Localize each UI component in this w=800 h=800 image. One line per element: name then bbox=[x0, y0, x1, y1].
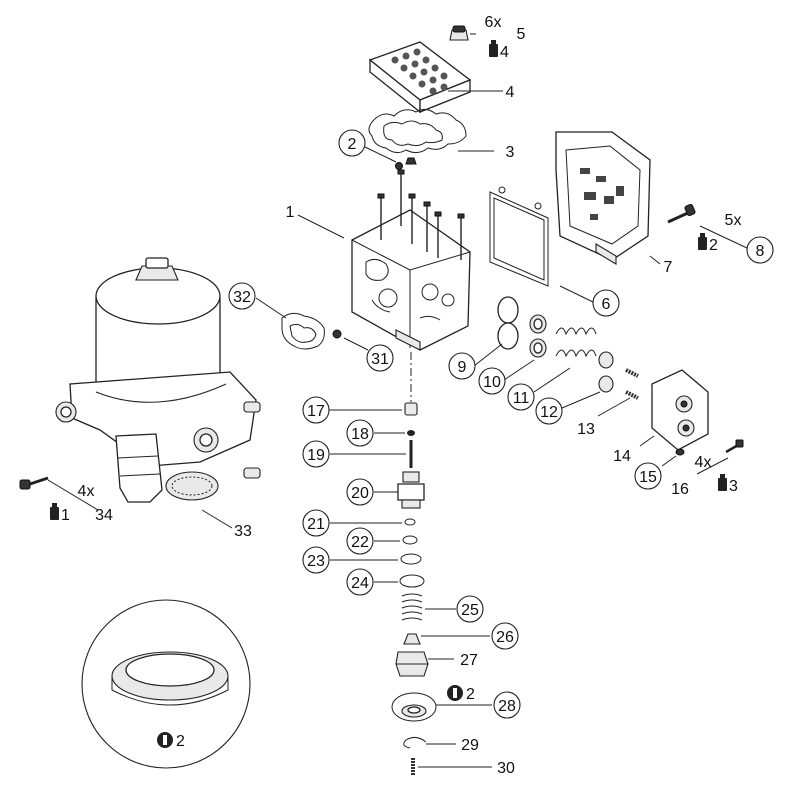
callout-25: 25 bbox=[461, 602, 479, 619]
torque-ref-8: 2 bbox=[709, 237, 718, 254]
callout-2: 2 bbox=[348, 136, 357, 153]
part-24-oring bbox=[399, 574, 425, 588]
torque-ref-16: 3 bbox=[729, 478, 738, 495]
qty-8: 5x bbox=[725, 212, 742, 229]
torque-wrench-icon bbox=[50, 503, 59, 520]
part-25-spring bbox=[401, 593, 423, 621]
qty-5: 6x bbox=[485, 14, 502, 31]
part-16-screw bbox=[725, 439, 744, 454]
torque-wrench-icon bbox=[718, 474, 727, 491]
part-27-piston bbox=[395, 651, 429, 677]
callout-19: 19 bbox=[307, 447, 325, 464]
torque-wrench-icon bbox=[489, 40, 498, 57]
callout-29: 29 bbox=[461, 737, 479, 754]
callout-34: 34 bbox=[95, 507, 113, 524]
part-33-air-dryer bbox=[55, 257, 261, 503]
callout-5: 5 bbox=[517, 26, 526, 43]
callout-3: 3 bbox=[506, 144, 515, 161]
grease-ref-detail: 2 bbox=[176, 733, 185, 750]
torque-refs: 4 2 3 1 bbox=[50, 40, 738, 524]
torque-ref-5: 4 bbox=[500, 44, 509, 61]
callout-28: 28 bbox=[498, 698, 516, 715]
callout-27: 27 bbox=[460, 652, 478, 669]
part-1-valve-block bbox=[351, 169, 471, 351]
callout-12: 12 bbox=[540, 404, 558, 421]
part-32-gasket bbox=[281, 312, 325, 350]
detail-view-circle bbox=[81, 599, 251, 769]
callout-4: 4 bbox=[506, 84, 515, 101]
part-23-oring bbox=[400, 553, 422, 565]
callout-30: 30 bbox=[497, 760, 515, 777]
callout-21: 21 bbox=[307, 516, 325, 533]
callout-15: 15 bbox=[639, 469, 657, 486]
part-2-small-nut bbox=[395, 157, 417, 170]
callout-13: 13 bbox=[577, 421, 595, 438]
part-14-cover bbox=[651, 369, 709, 451]
part-26-cap bbox=[403, 633, 421, 645]
part-22-oring bbox=[402, 535, 418, 545]
part-18-oring bbox=[407, 430, 415, 436]
part-5-screw-nut bbox=[449, 25, 469, 41]
lubricant-icon bbox=[157, 732, 173, 748]
qty-34: 4x bbox=[78, 483, 95, 500]
callout-32: 32 bbox=[233, 289, 251, 306]
part-13-pins bbox=[625, 368, 639, 400]
torque-wrench-icon bbox=[698, 233, 707, 250]
callout-7: 7 bbox=[664, 259, 673, 276]
callout-26: 26 bbox=[496, 629, 514, 646]
part-11-springs bbox=[555, 327, 597, 358]
callout-18: 18 bbox=[351, 426, 369, 443]
callout-9: 9 bbox=[458, 359, 467, 376]
callout-33: 33 bbox=[234, 523, 252, 540]
part-3-gasket bbox=[368, 108, 467, 154]
part-10-bushings bbox=[529, 314, 547, 358]
part-17-fitting bbox=[404, 402, 418, 416]
part-31-nut bbox=[332, 329, 342, 339]
part-9-discs bbox=[497, 296, 519, 350]
part-8-screw bbox=[667, 203, 696, 224]
part-28-seal bbox=[391, 692, 437, 722]
part-7-electronic-module bbox=[555, 131, 651, 265]
callout-11: 11 bbox=[513, 390, 530, 407]
part-29-circlip bbox=[403, 736, 427, 749]
quantity-labels: 6x 5x 4x 4x bbox=[78, 14, 742, 500]
callout-8: 8 bbox=[756, 243, 765, 260]
part-21-oring bbox=[404, 518, 416, 526]
callout-24: 24 bbox=[351, 575, 369, 592]
callout-17: 17 bbox=[307, 403, 325, 420]
callout-1: 1 bbox=[286, 204, 295, 221]
callout-14: 14 bbox=[613, 448, 631, 465]
part-12-seals bbox=[598, 351, 614, 393]
torque-ref-34: 1 bbox=[61, 507, 70, 524]
callout-22: 22 bbox=[351, 534, 369, 551]
part-20-valve-body bbox=[397, 471, 425, 509]
part-4-cover-plate bbox=[368, 41, 472, 114]
part-34-screw bbox=[19, 476, 49, 490]
lubricant-icon bbox=[447, 685, 463, 701]
callout-10: 10 bbox=[483, 374, 501, 391]
callout-20: 20 bbox=[351, 485, 369, 502]
grease-ref-28: 2 bbox=[466, 686, 475, 703]
part-6-gasket-frame bbox=[489, 186, 549, 287]
callout-6: 6 bbox=[602, 296, 611, 313]
callout-labels: 1 2 3 4 5 6 7 8 9 10 11 12 13 14 15 16 1… bbox=[95, 26, 764, 777]
grease-refs: 2 2 bbox=[157, 685, 475, 750]
callout-23: 23 bbox=[307, 553, 325, 570]
callout-circles bbox=[228, 129, 774, 719]
part-15-nut bbox=[675, 448, 685, 456]
qty-16: 4x bbox=[695, 454, 712, 471]
leader-lines bbox=[47, 33, 748, 768]
callout-31: 31 bbox=[371, 351, 389, 368]
callout-16: 16 bbox=[671, 481, 689, 498]
